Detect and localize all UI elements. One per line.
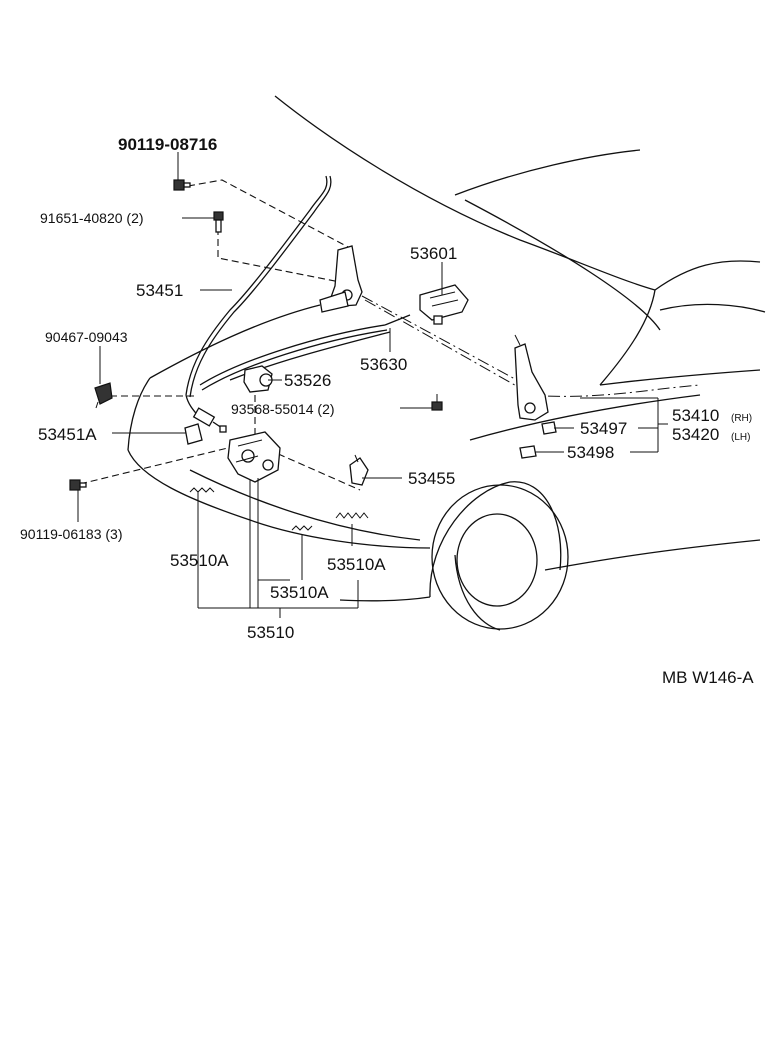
bracket-53451A: [184, 423, 203, 445]
diagram-code: MB W146-A: [662, 668, 754, 687]
hood-hinge-right: [514, 334, 549, 421]
label-53497: 53497: [580, 419, 627, 438]
label-90119-08716: 90119-08716: [118, 135, 217, 154]
leader-lines: [77, 152, 668, 618]
label-53420: 53420: [672, 425, 719, 444]
label-53455: 53455: [408, 469, 455, 488]
spring-53510A-right: [335, 512, 369, 519]
bumper-53526: [243, 365, 273, 393]
label-90467-09043: 90467-09043: [45, 329, 128, 345]
bolt-90119-06183: [69, 479, 87, 491]
label-53410: 53410: [672, 406, 719, 425]
label-53510: 53510: [247, 623, 294, 642]
hood-hinge-left: [319, 245, 363, 313]
label-53498: 53498: [567, 443, 614, 462]
label-53601: 53601: [410, 244, 457, 263]
label-53526: 53526: [284, 371, 331, 390]
label-53510A-mid: 53510A: [270, 583, 329, 602]
clip-90467-09043: [94, 382, 113, 409]
dashed-leaders: [79, 179, 701, 491]
spring-53510A-mid: [291, 525, 313, 531]
label-90119-06183: 90119-06183 (3): [20, 526, 122, 542]
cables: [185, 175, 411, 433]
label-53510A-left: 53510A: [170, 551, 229, 570]
bolt-93568-55014: [431, 394, 443, 411]
car-body-outline: [127, 95, 766, 631]
bolt-91651-40820: [213, 211, 224, 233]
hood-lock-53510: [227, 431, 281, 483]
label-93568-55014: 93568-55014 (2): [231, 401, 335, 417]
cushion-53498: [519, 445, 537, 459]
cushion-53497: [541, 421, 557, 435]
label-53630: 53630: [360, 355, 407, 374]
bolt-90119-08716: [173, 179, 191, 191]
spring-53510A-left: [189, 487, 215, 493]
label-53451: 53451: [136, 281, 183, 300]
label-53451A: 53451A: [38, 425, 97, 444]
label-53410-side: (RH): [731, 413, 752, 424]
label-91651-40820: 91651-40820 (2): [40, 210, 144, 226]
label-53420-side: (LH): [731, 432, 750, 443]
hinge-53601: [419, 284, 469, 325]
part-labels: 90119-08716 91651-40820 (2) 53601 53451 …: [20, 135, 754, 687]
lock-support-53455: [349, 454, 369, 486]
label-53510A-right: 53510A: [327, 555, 386, 574]
